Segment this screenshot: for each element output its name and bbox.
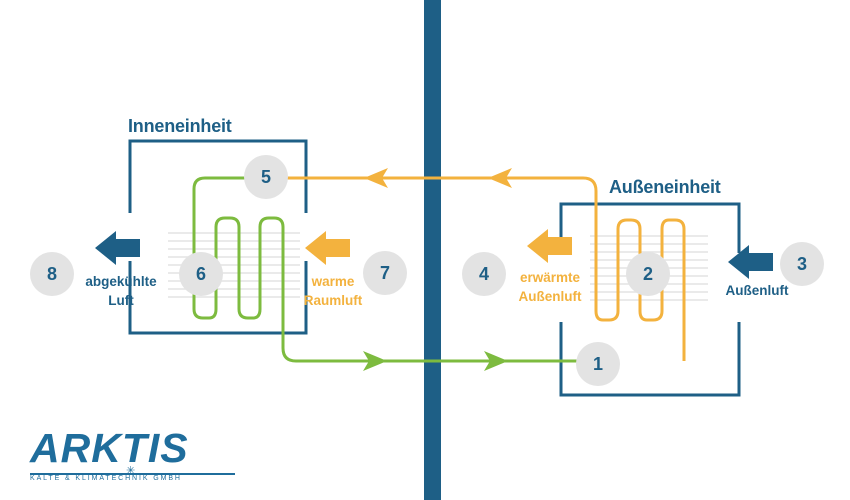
outdoor-unit-title: Außeneinheit xyxy=(609,177,721,197)
marker-3: 3 xyxy=(780,242,824,286)
logo-divider xyxy=(30,473,235,475)
air-label-room-line1: warme xyxy=(311,274,355,289)
air-label-cooled-line2: Luft xyxy=(108,293,134,308)
air-label-heated-line2: Außenluft xyxy=(518,289,582,304)
marker-8: 8 xyxy=(30,252,74,296)
air-arrow-heated xyxy=(527,229,572,263)
air-label-room: warme Raumluft xyxy=(294,272,372,310)
indoor-unit-title: Inneneinheit xyxy=(128,116,232,136)
logo-wordmark: ARKTIS xyxy=(30,425,189,471)
refrigerant-line-warm xyxy=(266,176,686,361)
marker-2: 2 xyxy=(626,252,670,296)
snowflake-icon: ✳ xyxy=(126,465,136,477)
company-logo: ARKTIS ✳ KÄLTE & KLIMATECHNIK GMBH xyxy=(30,426,240,486)
wall-divider xyxy=(424,0,441,500)
air-arrow-cooled xyxy=(95,231,140,265)
flow-arrow-cool-2 xyxy=(484,351,508,371)
marker-1: 1 xyxy=(576,342,620,386)
outdoor-unit-frame xyxy=(559,202,741,397)
refrigerant-line-cool xyxy=(192,176,598,363)
flow-arrow-warm-2 xyxy=(364,168,388,188)
logo-tagline: KÄLTE & KLIMATECHNIK GMBH xyxy=(30,475,182,482)
air-label-outside: Außenluft xyxy=(717,281,797,300)
air-arrow-room xyxy=(305,231,350,265)
air-label-heated: erwärmte Außenluft xyxy=(510,268,590,306)
marker-6: 6 xyxy=(179,252,223,296)
marker-4: 4 xyxy=(462,252,506,296)
air-label-room-line2: Raumluft xyxy=(303,293,363,308)
marker-5: 5 xyxy=(244,155,288,199)
flow-arrow-cool-1 xyxy=(363,351,387,371)
air-label-cooled-line1: abgekühlte xyxy=(85,274,157,289)
air-arrow-outside xyxy=(728,245,773,279)
air-label-outside-line1: Außenluft xyxy=(725,283,789,298)
marker-7: 7 xyxy=(363,251,407,295)
air-label-cooled: abgekühlte Luft xyxy=(80,272,162,310)
flow-arrow-warm-1 xyxy=(488,168,512,188)
air-label-heated-line1: erwärmte xyxy=(519,270,581,285)
